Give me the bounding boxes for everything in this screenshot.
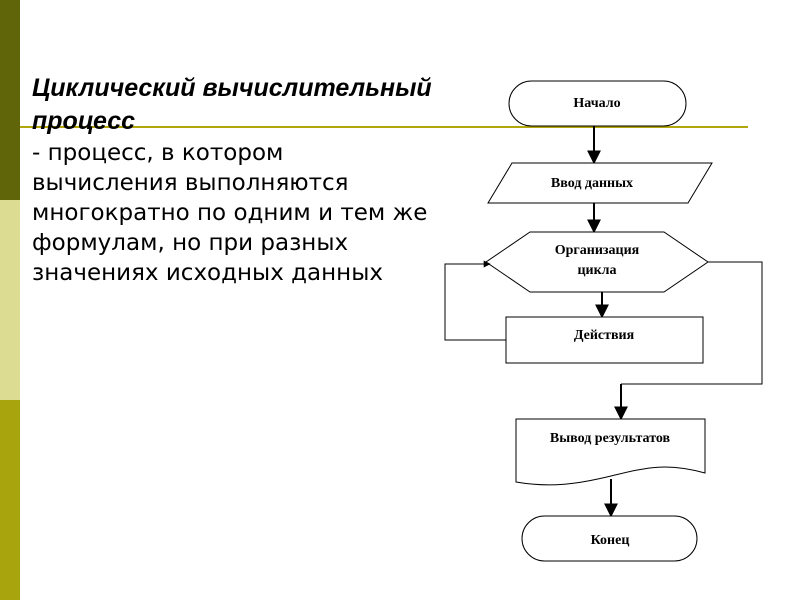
side-bar-segment-light bbox=[0, 200, 20, 400]
output-document: Вывод результатов bbox=[515, 418, 706, 486]
side-bar-segment-olive bbox=[0, 400, 20, 600]
title-underline bbox=[20, 126, 748, 128]
slide-title: Циклический вычислительный процесс bbox=[32, 74, 432, 135]
action-block: Действия bbox=[505, 316, 704, 364]
loop-label-line1: Организация bbox=[555, 243, 640, 258]
loop-exit-line bbox=[621, 261, 763, 385]
side-bar-segment-dark bbox=[0, 0, 20, 200]
start-label: Начало bbox=[573, 96, 620, 111]
side-accent-bar bbox=[0, 0, 20, 600]
loop-hexagon: Организация цикла bbox=[485, 231, 709, 293]
input-block: Ввод данных bbox=[487, 162, 713, 204]
action-label: Действия bbox=[574, 328, 635, 343]
start-terminal: Начало bbox=[508, 80, 687, 127]
end-label: Конец bbox=[591, 533, 630, 548]
output-label: Вывод результатов bbox=[550, 431, 671, 446]
definition-text: - процесс, в котором вычисления выполняю… bbox=[32, 140, 428, 286]
input-label: Ввод данных bbox=[551, 176, 633, 191]
loop-label-line2: цикла bbox=[577, 263, 616, 278]
end-terminal: Конец bbox=[521, 515, 698, 562]
loop-back-line bbox=[444, 260, 506, 341]
